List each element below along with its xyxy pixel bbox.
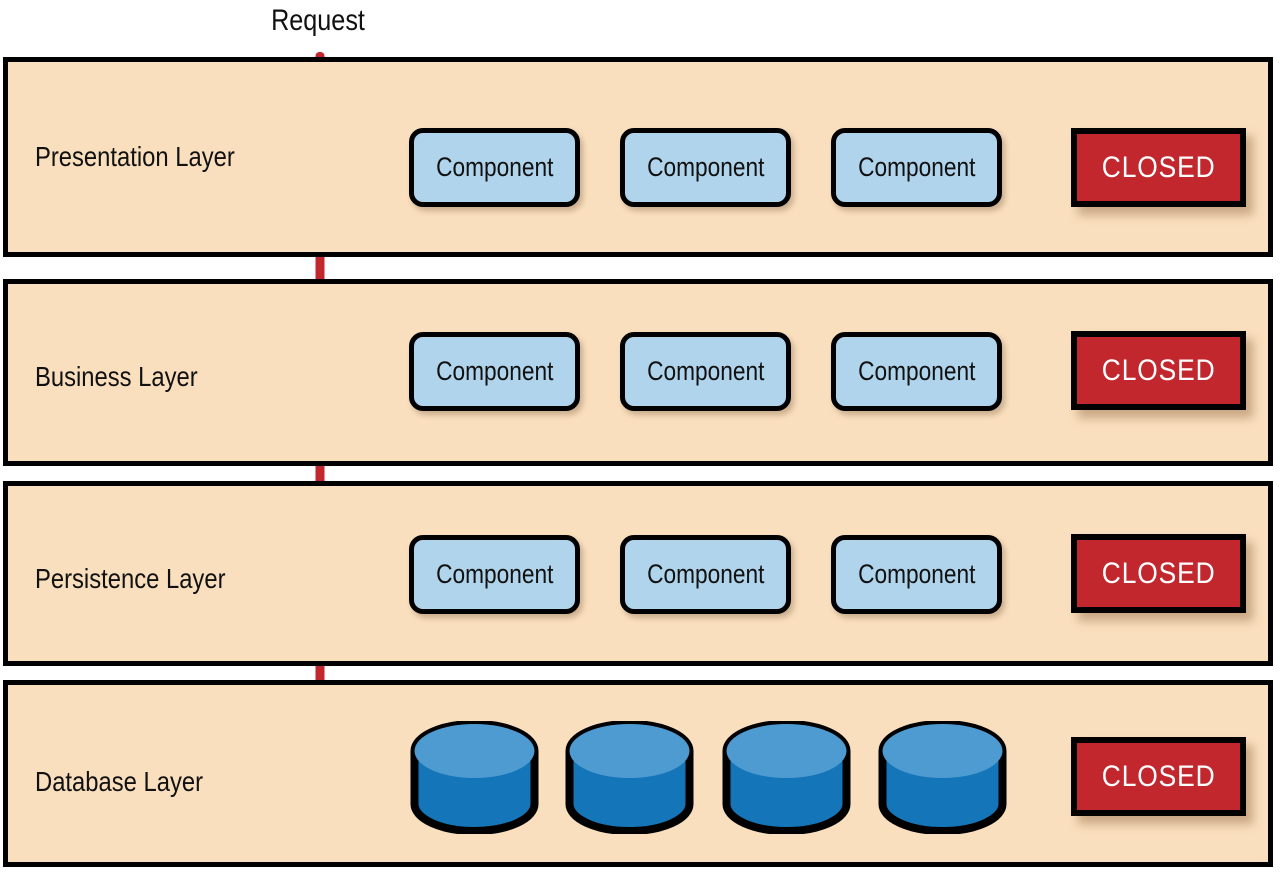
status-badge-label: CLOSED [1101, 556, 1216, 590]
layer-database: Database Layer [3, 680, 1273, 867]
request-label: Request [271, 4, 365, 37]
database-cylinder-1[interactable] [409, 721, 540, 834]
database-cylinder-3[interactable] [721, 721, 852, 834]
component-business-3[interactable]: Component [831, 332, 1002, 411]
status-badge-business-closed: CLOSED [1071, 331, 1246, 410]
component-presentation-3[interactable]: Component [831, 128, 1002, 207]
component-label: Component [435, 152, 554, 182]
component-label: Component [435, 356, 554, 386]
database-cylinder-4[interactable] [877, 721, 1008, 834]
status-badge-label: CLOSED [1101, 353, 1216, 387]
status-badge-presentation-closed: CLOSED [1071, 128, 1246, 207]
layer-label-business: Business Layer [35, 361, 198, 392]
database-cylinder-2[interactable] [564, 721, 695, 834]
component-label: Component [646, 559, 765, 589]
component-persistence-2[interactable]: Component [620, 535, 791, 614]
component-label: Component [857, 559, 976, 589]
status-badge-database-closed: CLOSED [1071, 737, 1246, 816]
component-label: Component [435, 559, 554, 589]
status-badge-label: CLOSED [1101, 759, 1216, 793]
component-presentation-1[interactable]: Component [409, 128, 580, 207]
component-label: Component [646, 152, 765, 182]
status-badge-persistence-closed: CLOSED [1071, 534, 1246, 613]
component-label: Component [857, 152, 976, 182]
layer-label-persistence: Persistence Layer [35, 563, 226, 594]
component-business-2[interactable]: Component [620, 332, 791, 411]
component-label: Component [646, 356, 765, 386]
component-persistence-3[interactable]: Component [831, 535, 1002, 614]
component-business-1[interactable]: Component [409, 332, 580, 411]
component-presentation-2[interactable]: Component [620, 128, 791, 207]
layer-label-database: Database Layer [35, 766, 204, 797]
component-label: Component [857, 356, 976, 386]
component-persistence-1[interactable]: Component [409, 535, 580, 614]
layer-label-presentation: Presentation Layer [35, 141, 235, 172]
status-badge-label: CLOSED [1101, 150, 1216, 184]
